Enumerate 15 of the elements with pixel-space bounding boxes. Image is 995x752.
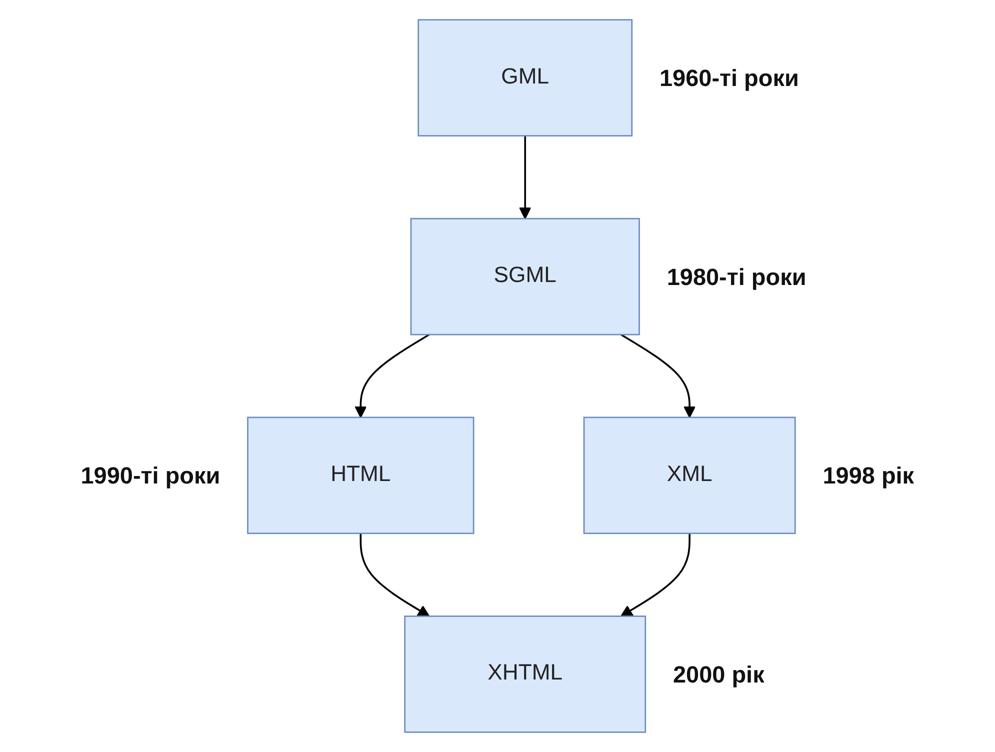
node-box: XML (583, 416, 796, 534)
date-label: 1990-ті роки (80, 462, 220, 489)
arrow (620, 533, 690, 617)
node-box: XHTML (404, 616, 646, 733)
node-box: GML (418, 19, 633, 136)
date-label: 2000 рік (673, 662, 764, 688)
arrow (620, 334, 696, 418)
date-label: 1960-ті роки (660, 65, 799, 92)
node-box: HTML (247, 416, 474, 534)
arrow (354, 334, 430, 418)
date-label: 1980-ті роки (666, 264, 806, 290)
date-label: 1998 рік (822, 462, 914, 489)
arrow (360, 533, 430, 617)
arrow (519, 136, 532, 220)
node-box: SGML (410, 218, 640, 336)
